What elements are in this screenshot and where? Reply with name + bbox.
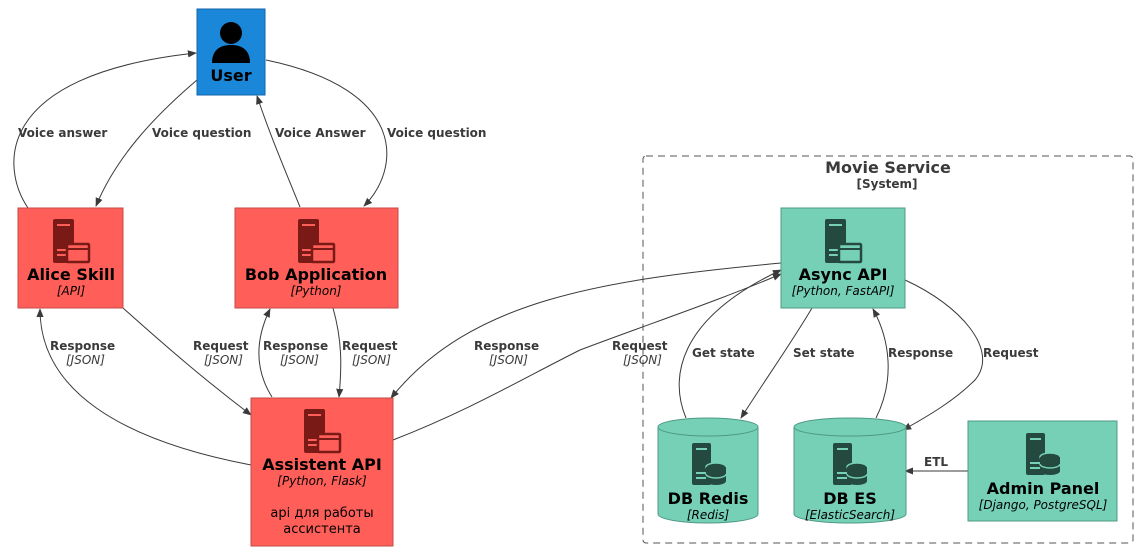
edge-es-async [872,308,889,419]
edge-bob-user [256,95,301,208]
label-async-assistant: Response [474,339,539,353]
database-server-icon [692,443,727,485]
label-user-alice: Voice question [152,126,251,140]
server-icon [825,219,863,264]
edge-alice-assistant [122,307,252,416]
admin-title: Admin Panel [987,479,1100,498]
edge-user-alice [95,79,198,207]
edge-bob-assistant [332,307,344,398]
edge-assistant-async [392,273,782,441]
async-api-title: Async API [799,265,888,284]
label-assistant-bob: Response [263,339,328,353]
admin-tech: [Django, PostgreSQL] [979,498,1108,512]
tech-assistant-alice: [JSON] [66,353,105,367]
redis-tech: [Redis] [687,508,730,522]
boundary-title: Movie Service [825,158,951,177]
label-async-es: Request [983,346,1039,360]
db-es-node[interactable]: DB ES [ElasticSearch] [793,417,907,524]
assistant-tech: [Python, Flask] [277,474,367,488]
assistant-api-node[interactable]: Assistent API [Python, Flask] api для ра… [250,397,394,547]
label-redis-async: Get state [692,346,755,360]
assistant-desc-line1: api для работы [270,506,373,521]
edge-async-redis [740,307,813,419]
tech-assistant-async: [JSON] [623,353,662,367]
tech-alice-assistant: [JSON] [204,353,243,367]
bob-tech: [Python] [291,284,342,298]
person-icon [212,22,250,63]
async-api-node[interactable]: Async API [Python, FastAPI] [780,207,906,309]
bob-application-node[interactable]: Bob Application [Python] [234,207,399,309]
es-tech: [ElasticSearch] [805,508,895,522]
database-server-icon [1026,433,1061,475]
edge-assistant-bob [258,308,273,398]
label-es-async: Response [888,346,953,360]
edge-labels: Voice answer Voice question Voice Answer… [18,126,1039,469]
user-node[interactable]: User [196,8,266,96]
label-assistant-async: Request [612,339,668,353]
label-assistant-alice: Response [50,339,115,353]
assistant-desc-line2: ассистента [283,522,360,537]
alice-title: Alice Skill [27,265,115,284]
edge-user-bob [265,59,388,207]
label-user-bob: Voice question [387,126,486,140]
async-api-tech: [Python, FastAPI] [792,284,895,298]
admin-panel-node[interactable]: Admin Panel [Django, PostgreSQL] [967,420,1118,522]
edge-async-assistant [390,262,782,399]
server-icon [298,219,336,264]
boundary-type: [System] [857,177,918,191]
label-bob-assistant: Request [342,339,398,353]
database-server-icon [833,443,868,485]
user-title: User [210,66,251,85]
bob-title: Bob Application [245,265,387,284]
es-title: DB ES [823,489,877,508]
server-icon [304,409,342,454]
redis-title: DB Redis [668,489,749,508]
server-icon [53,219,91,264]
label-alice-assistant: Request [193,339,249,353]
label-alice-user: Voice answer [18,126,107,140]
label-bob-user: Voice Answer [275,126,366,140]
edge-assistant-alice [36,308,252,466]
tech-async-assistant: [JSON] [489,353,528,367]
alice-tech: [API] [57,284,86,298]
label-async-redis: Set state [793,346,855,360]
edges [13,50,984,475]
edge-redis-async [678,269,782,419]
db-redis-node[interactable]: DB Redis [Redis] [657,417,759,524]
alice-skill-node[interactable]: Alice Skill [API] [17,207,124,309]
edge-alice-user [13,50,197,209]
label-admin-es: ETL [924,455,948,469]
tech-assistant-bob: [JSON] [280,353,319,367]
tech-bob-assistant: [JSON] [352,353,391,367]
assistant-title: Assistent API [262,455,382,474]
edge-async-es [902,279,984,431]
movie-service-boundary: Movie Service [System] [642,155,1134,544]
